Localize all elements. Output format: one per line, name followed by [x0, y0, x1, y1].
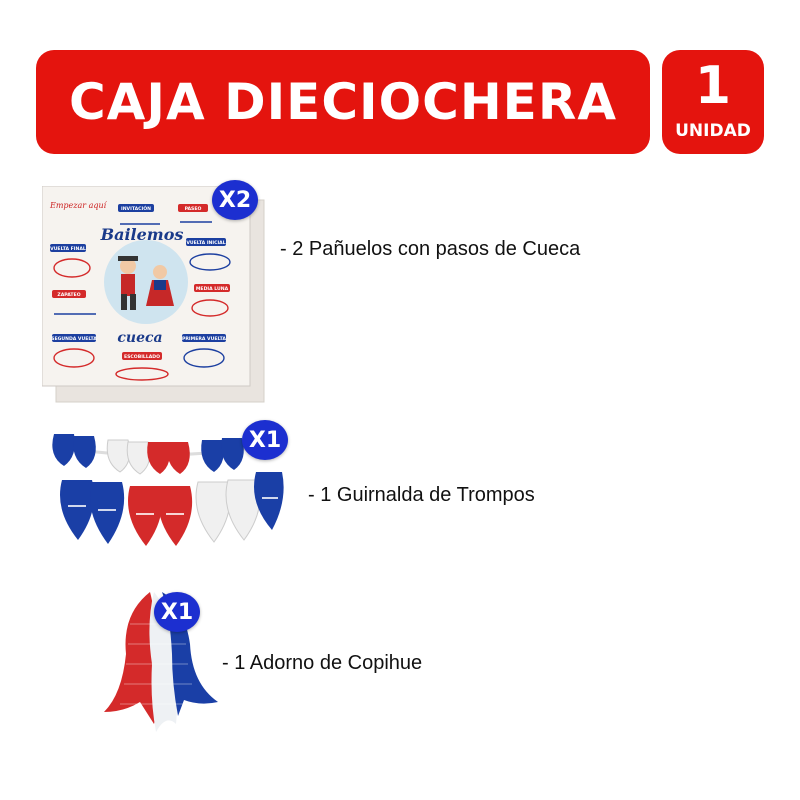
item-handkerchief-text: - 2 Pañuelos con pasos de Cueca — [280, 238, 581, 260]
step-label: INVITACIÓN — [121, 205, 151, 212]
step-label: PRIMERA VUELTA — [182, 336, 226, 342]
quantity-badge: 1 UNIDAD — [662, 50, 764, 154]
dancers-illustration — [118, 256, 174, 310]
quantity-x1-badge: X1 — [154, 592, 200, 632]
step-label: PASEO — [185, 206, 202, 212]
garland-image — [48, 420, 288, 550]
handkerchief-title-top: Bailemos — [100, 225, 184, 244]
handkerchief-image: Bailemos cueca Empezar aquí INVITACIÓN P… — [41, 185, 268, 410]
step-label: VUELTA FINAL — [50, 246, 86, 252]
step-label: VUELTA INICIAL — [186, 240, 225, 246]
quantity-x2-badge: X2 — [212, 180, 258, 220]
quantity-number: 1 — [694, 56, 732, 116]
step-label: ESCOBILLADO — [124, 354, 160, 360]
item-garland-text: - 1 Guirnalda de Trompos — [308, 484, 535, 506]
quantity-x1-badge: X1 — [242, 420, 288, 460]
quantity-unit: UNIDAD — [675, 121, 751, 141]
page-title: CAJA DIECIOCHERA — [68, 73, 618, 131]
title-banner: CAJA DIECIOCHERA — [36, 50, 650, 154]
copihue-ornament-image — [100, 584, 222, 734]
item-copihue-text: - 1 Adorno de Copihue — [222, 652, 423, 674]
step-label: SEGUNDA VUELTA — [51, 336, 97, 342]
handkerchief-title-bottom: cueca — [117, 330, 162, 346]
step-label: MEDIA LUNA — [196, 286, 229, 292]
handkerchief-corner-text: Empezar aquí — [49, 201, 108, 210]
step-label: ZAPATEO — [57, 292, 80, 298]
